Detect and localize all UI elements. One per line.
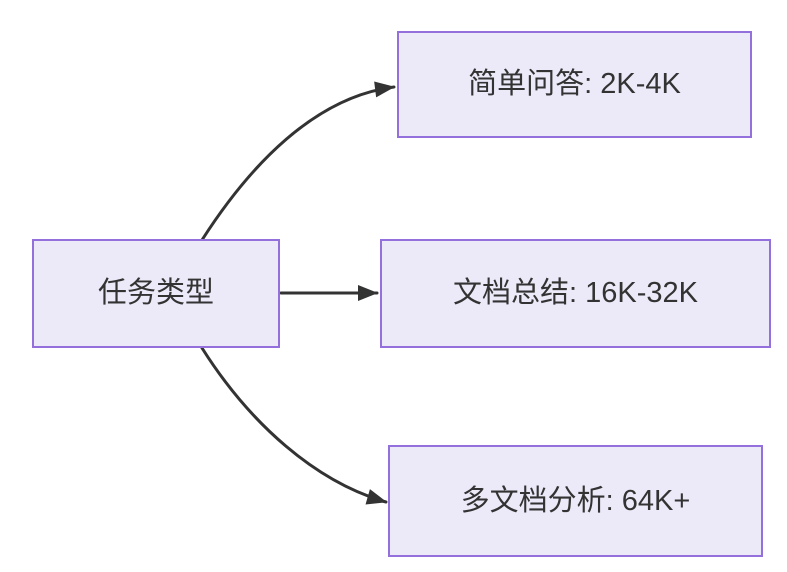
- node-label: 简单问答: 2K-4K: [468, 68, 681, 101]
- node-label: 多文档分析: 64K+: [460, 484, 691, 517]
- node-simple-qa: 简单问答: 2K-4K: [397, 31, 752, 138]
- edge-root-to-simple-qa: [200, 81, 396, 242]
- node-label: 任务类型: [97, 277, 214, 310]
- edge-root-to-multi-doc: [200, 346, 388, 505]
- node-label: 文档总结: 16K-32K: [453, 277, 698, 310]
- node-multi-doc: 多文档分析: 64K+: [388, 445, 763, 557]
- node-doc-summary: 文档总结: 16K-32K: [380, 239, 771, 348]
- node-task-type: 任务类型: [32, 239, 280, 348]
